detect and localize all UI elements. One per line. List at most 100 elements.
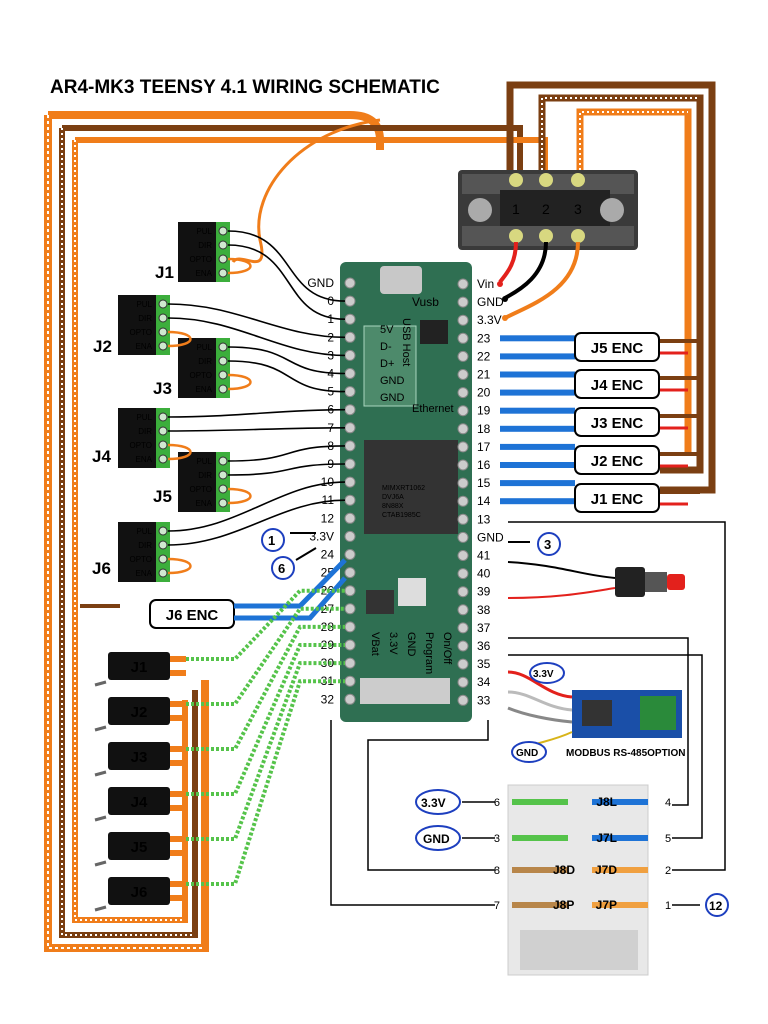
teensy-left-pin	[344, 295, 356, 307]
encoder-j3-enc: J3 ENC	[500, 407, 700, 437]
driver-signal-wire	[227, 445, 346, 462]
modbus-label: MODBUS RS-485OPTION	[566, 748, 685, 759]
modbus-33v: 3.3V	[533, 669, 554, 680]
driver-pin-screw	[218, 484, 228, 494]
usb-host-pin-4: GND	[380, 375, 405, 387]
limit-switch-j3: J3	[94, 624, 345, 777]
teensy-right-pin	[457, 568, 469, 580]
encoder-box	[149, 599, 235, 629]
connector-wire-left	[512, 867, 568, 873]
driver-pin-screw	[218, 456, 228, 466]
driver-pin-screw	[158, 454, 168, 464]
connector-right-label: J8L	[596, 795, 617, 809]
teensy-left-pin-label: 0	[327, 294, 334, 308]
driver-opto-jumper	[167, 443, 192, 461]
driver-pin-screw	[218, 470, 228, 480]
teensy-right-pin-label: 23	[477, 331, 491, 345]
connector-left-pin-num: 6	[494, 797, 500, 809]
driver-opto-jumper	[167, 557, 192, 575]
teensy-right-pin-label: Vin	[477, 277, 494, 291]
teensy-right-pin	[457, 658, 469, 670]
chip-text-4: CTAB1985C	[382, 512, 421, 519]
teensy-right-pin	[457, 387, 469, 399]
teensy-left-pin	[344, 422, 356, 434]
driver-signal-wire	[167, 317, 346, 357]
teensy-board: Vusb USB Host 5V D- D+ GND GND Ethernet …	[340, 262, 472, 722]
driver-pin-label: PUL	[136, 527, 152, 536]
teensy-left-pin	[344, 567, 356, 579]
bottom-label-33v: 3.3V	[387, 632, 399, 655]
teensy-right-pin	[457, 477, 469, 489]
teensy-left-pin-label: 32	[321, 692, 335, 706]
driver-pin-label: OPTO	[129, 555, 152, 564]
teensy-right-pin	[457, 694, 469, 706]
teensy-right-pin	[457, 622, 469, 634]
chip-text-2: DVJ6A	[382, 494, 404, 501]
teensy-right-pin	[457, 350, 469, 362]
encoder-wire	[500, 407, 575, 414]
teensy-left-pin-label: 24	[321, 548, 335, 562]
encoder-box	[574, 369, 660, 399]
switch-terminal	[170, 656, 186, 662]
teensy-left-pin	[344, 331, 356, 343]
driver-signal-wire	[227, 360, 346, 393]
switch-terminal	[170, 760, 186, 766]
connector-wire-right	[592, 799, 648, 805]
badge-gnd: GND	[423, 832, 450, 846]
bottom-label-onoff: On/Off	[441, 632, 453, 665]
teensy-right-pin-label: 18	[477, 422, 491, 436]
teensy-left-pin	[344, 349, 356, 361]
encoder-j4-enc: J4 ENC	[500, 369, 700, 399]
teensy-right-pin	[457, 332, 469, 344]
teensy-right-pin-label: 35	[477, 657, 491, 671]
driver-pin-label: ENA	[136, 455, 153, 464]
encoder-wire	[500, 353, 575, 360]
teensy-right-pin	[457, 513, 469, 525]
teensy-right-pin-label: 21	[477, 368, 491, 382]
terminal-block: 1 2 3	[458, 170, 638, 250]
usb-host-title: USB Host	[400, 318, 412, 366]
callout-6: 6	[271, 547, 317, 580]
switch-label: J1	[131, 659, 148, 676]
driver-pin-screw	[218, 498, 228, 508]
encoder-wire	[500, 389, 575, 396]
driver-pin-screw	[218, 254, 228, 264]
terminal-number-3: 3	[574, 201, 582, 217]
switch-terminal	[170, 850, 186, 856]
switch-signal-wire	[186, 661, 345, 841]
teensy-right-pin	[457, 676, 469, 688]
teensy-right-pin	[457, 405, 469, 417]
usb-host-pin-3: D+	[380, 358, 394, 370]
teensy-right-pin	[457, 550, 469, 561]
driver-signal-wire	[227, 230, 346, 302]
driver-pin-label: DIR	[138, 541, 152, 550]
teensy-left-pin	[344, 313, 356, 325]
teensy-left-pin	[344, 404, 356, 416]
switch-body	[108, 832, 170, 860]
teensy-right-pin	[457, 314, 469, 326]
driver-signal-wire	[227, 346, 346, 375]
usb-host-pin-5: GND	[380, 392, 405, 404]
switch-signal-wire	[186, 606, 345, 706]
driver-pin-label: OPTO	[189, 485, 212, 494]
driver-pin-screw	[218, 268, 228, 278]
callout-1: 1	[261, 528, 316, 552]
teensy-right-pin	[457, 495, 469, 507]
driver-pin-label: ENA	[136, 342, 153, 351]
callout-6-text: 6	[278, 561, 285, 576]
usb-host-pin-1: 5V	[380, 324, 394, 336]
teensy-right-pin-label: 20	[477, 386, 491, 400]
driver-pin-label: DIR	[138, 427, 152, 436]
encoder-wire	[234, 558, 347, 609]
callout-3-text: 3	[544, 537, 551, 552]
connector-wire-left	[512, 902, 568, 908]
teensy-left-pin	[344, 549, 356, 560]
teensy-right-pin-label: 15	[477, 476, 491, 490]
teensy-left-pin	[344, 693, 356, 705]
teensy-right-pin	[457, 459, 469, 471]
